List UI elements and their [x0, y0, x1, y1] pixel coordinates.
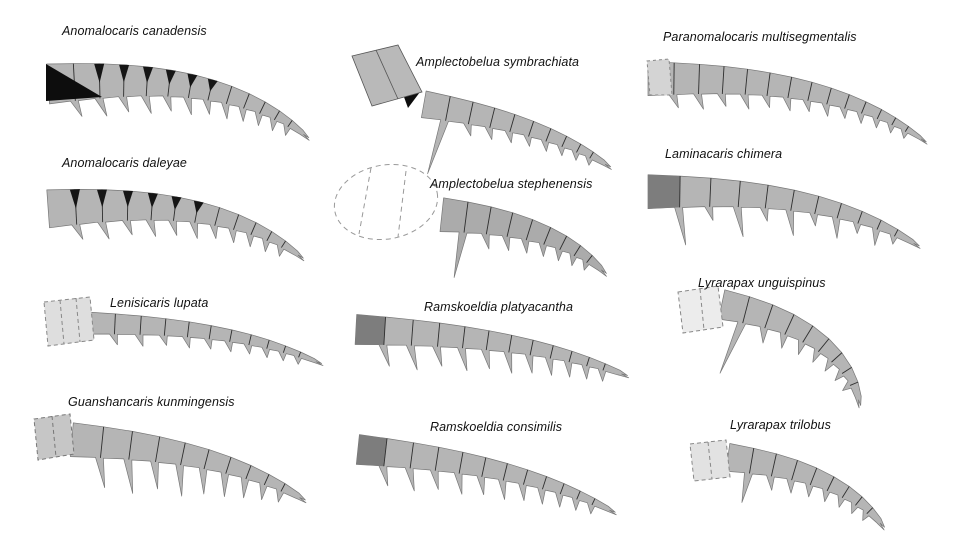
label-ramskoeldia-platyacantha: Ramskoeldia platyacantha: [424, 300, 574, 314]
label-lyrarapax-trilobus: Lyrarapax trilobus: [730, 418, 831, 432]
label-paranomalocaris-multisegmentalis: Paranomalocaris multisegmentalis: [663, 30, 857, 44]
label-laminacaris-chimera: Laminacaris chimera: [665, 147, 783, 161]
appendage-anomalocaris-daleyae: [46, 189, 305, 262]
appendage-anomalocaris-canadensis: [46, 63, 310, 141]
appendage-amplectobelua-symbrachiata: [351, 44, 612, 175]
label-anomalocaris-canadensis: Anomalocaris canadensis: [62, 24, 207, 38]
appendage-paranomalocaris-multisegmentalis: [646, 58, 928, 145]
label-lenisicaris-lupata: Lenisicaris lupata: [110, 296, 209, 310]
appendage-lyrarapax-trilobus: [689, 439, 885, 531]
appendage-laminacaris-chimera: [647, 174, 921, 249]
label-ramskoeldia-consimilis: Ramskoeldia consimilis: [430, 420, 563, 434]
label-amplectobelua-symbrachiata: Amplectobelua symbrachiata: [416, 55, 580, 69]
appendage-lyrarapax-unguispinus: [677, 285, 862, 409]
appendage-ramskoeldia-platyacantha: [354, 314, 630, 382]
appendage-lenisicaris-lupata: [43, 296, 324, 366]
label-amplectobelua-stephenensis: Amplectobelua stephenensis: [430, 177, 593, 191]
label-guanshancaris-kunmingensis: Guanshancaris kunmingensis: [68, 395, 235, 409]
appendage-ramskoeldia-consimilis: [355, 434, 617, 516]
label-anomalocaris-daleyae: Anomalocaris daleyae: [62, 156, 187, 170]
label-lyrarapax-unguispinus: Lyrarapax unguispinus: [698, 276, 826, 290]
appendage-amplectobelua-stephenensis: [333, 163, 607, 278]
appendage-guanshancaris-kunmingensis: [33, 413, 307, 504]
